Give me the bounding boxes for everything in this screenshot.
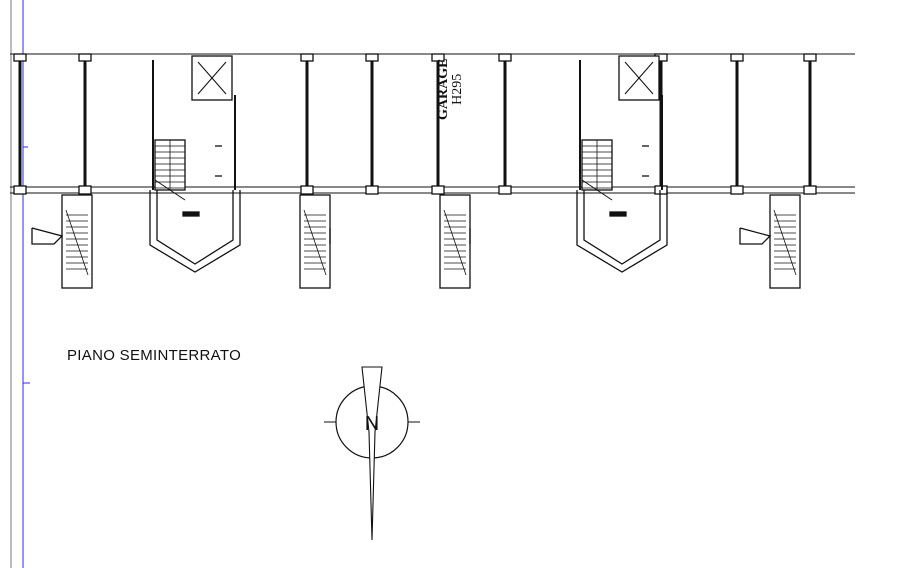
plan-title: PIANO SEMINTERRATO xyxy=(67,347,242,364)
column-bottom xyxy=(365,185,379,195)
compass-needle xyxy=(361,366,383,541)
stair-tower-inner xyxy=(583,190,661,265)
stair-diagonal xyxy=(773,209,797,276)
column-bottom xyxy=(78,185,92,195)
column-top xyxy=(730,53,744,62)
stair-diagonal xyxy=(443,209,467,276)
garage-room-height: H295 xyxy=(450,73,465,105)
column-top xyxy=(803,53,817,62)
column-top xyxy=(431,53,445,62)
column-bottom xyxy=(498,185,512,195)
stair-tower-outer xyxy=(576,190,668,273)
stair-tower-inner xyxy=(156,190,234,265)
stair-tower-outer xyxy=(149,190,241,273)
stair-diagonal xyxy=(303,209,327,276)
column-top xyxy=(13,53,27,62)
elevator-cross xyxy=(197,61,227,95)
column-bottom xyxy=(730,185,744,195)
column-bottom xyxy=(300,185,314,195)
elevator-cross xyxy=(624,61,654,95)
compass-north-letter: N xyxy=(365,413,379,435)
column-bottom xyxy=(431,185,445,195)
column-bottom xyxy=(803,185,817,195)
garage-room-name: GARAGE xyxy=(436,58,451,120)
column-top xyxy=(365,53,379,62)
ramp-wedge xyxy=(739,227,772,245)
column-top xyxy=(78,53,92,62)
column-bottom xyxy=(13,185,27,195)
ramp-wedge xyxy=(31,227,64,245)
floor-marker xyxy=(609,211,627,217)
stair-break-line xyxy=(154,179,186,201)
column-top xyxy=(300,53,314,62)
garage-label: GARAGE H295 xyxy=(436,58,465,120)
stair-break-line xyxy=(581,179,613,201)
floor-marker xyxy=(182,211,200,217)
stair-diagonal xyxy=(65,209,89,276)
column-top xyxy=(498,53,512,62)
